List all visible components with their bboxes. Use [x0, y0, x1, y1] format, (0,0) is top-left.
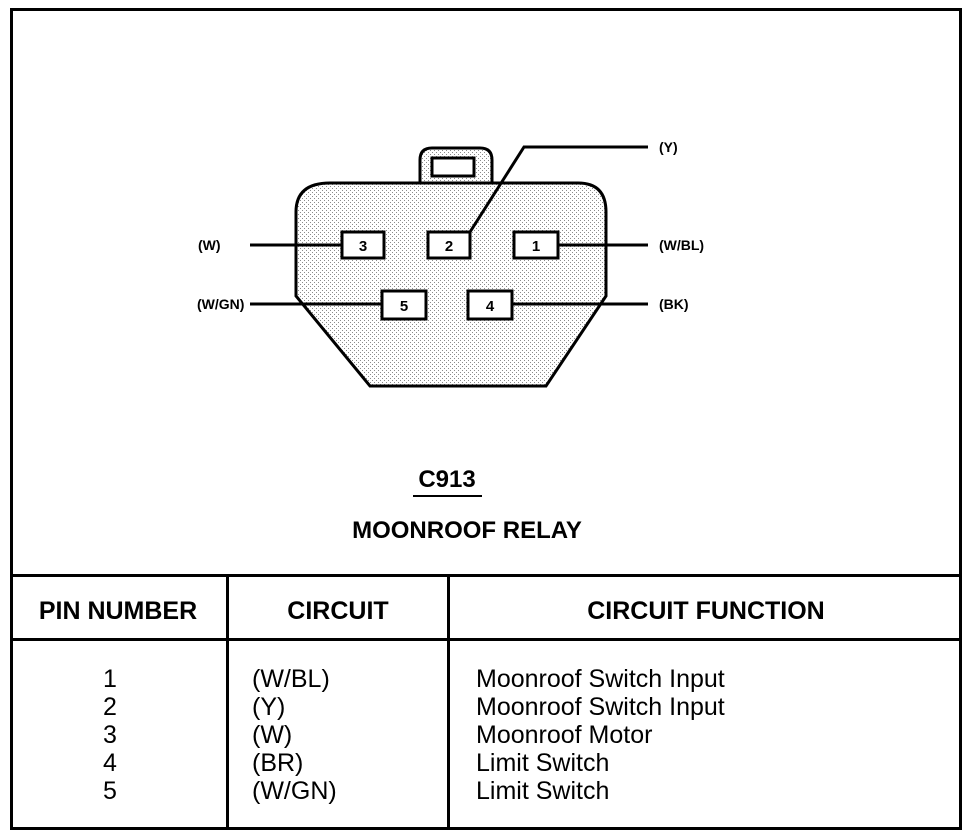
pin-5: 5 — [380, 289, 428, 321]
pin-4: 4 — [466, 289, 514, 321]
circuit-column: (W/BL) (Y) (W) (BR) (W/GN) — [252, 665, 337, 805]
wire-label-pin-5: (W/GN) — [197, 296, 244, 312]
connector-code: C913 — [418, 466, 475, 493]
pin-2: 2 — [426, 230, 472, 260]
connector-body — [294, 146, 608, 388]
pin-number-column: 1 2 3 4 5 — [10, 665, 210, 805]
connector-name: MOONROOF RELAY — [352, 517, 582, 544]
wire-label-pin-2: (Y) — [659, 139, 678, 155]
wire-label-pin-3: (W) — [198, 237, 221, 253]
table-cell-function: Limit Switch — [476, 777, 610, 805]
table-cell-circuit: (W) — [252, 721, 293, 749]
table-cell-circuit: (W/BL) — [252, 665, 330, 693]
pin-1: 1 — [512, 230, 560, 260]
table-cell-pin: 3 — [103, 721, 117, 749]
table-cell-circuit: (Y) — [252, 693, 286, 721]
wire-label-pin-1: (W/BL) — [659, 237, 704, 253]
header-circuit: CIRCUIT — [287, 597, 389, 625]
wire-pin-2 — [468, 145, 648, 233]
column-divider-2 — [447, 574, 450, 827]
table-cell-pin: 1 — [103, 665, 117, 693]
pin-3: 3 — [340, 230, 386, 260]
pin-table: PIN NUMBER CIRCUIT CIRCUIT FUNCTION 1 2 … — [10, 574, 962, 827]
pin-5-number: 5 — [400, 298, 408, 315]
table-cell-pin: 5 — [103, 777, 117, 805]
header-divider — [10, 638, 962, 641]
header-pin-number: PIN NUMBER — [38, 597, 198, 625]
table-cell-pin: 4 — [103, 749, 117, 777]
table-cell-circuit: (W/GN) — [252, 777, 337, 805]
table-cell-function: Moonroof Switch Input — [476, 665, 725, 693]
table-cell-circuit: (BR) — [252, 749, 304, 777]
table-cell-function: Moonroof Motor — [476, 721, 653, 749]
table-cell-function: Limit Switch — [476, 749, 610, 777]
table-top-border — [10, 574, 962, 577]
wire-label-pin-4: (BK) — [659, 296, 689, 312]
pin-2-number: 2 — [445, 238, 453, 255]
header-circuit-function: CIRCUIT FUNCTION — [587, 597, 825, 625]
diagram-frame — [10, 8, 962, 830]
circuit-function-column: Moonroof Switch Input Moonroof Switch In… — [476, 665, 725, 805]
table-cell-pin: 2 — [103, 693, 117, 721]
pin-4-number: 4 — [486, 298, 495, 315]
pin-1-number: 1 — [532, 238, 540, 255]
column-divider-1 — [226, 574, 229, 827]
connector-diagram: 3 2 1 5 4 (W) (W/GN) (Y) (W/BL) (BK) C91… — [197, 139, 704, 544]
pin-3-number: 3 — [359, 238, 367, 255]
wires — [250, 145, 648, 306]
table-cell-function: Moonroof Switch Input — [476, 693, 725, 721]
